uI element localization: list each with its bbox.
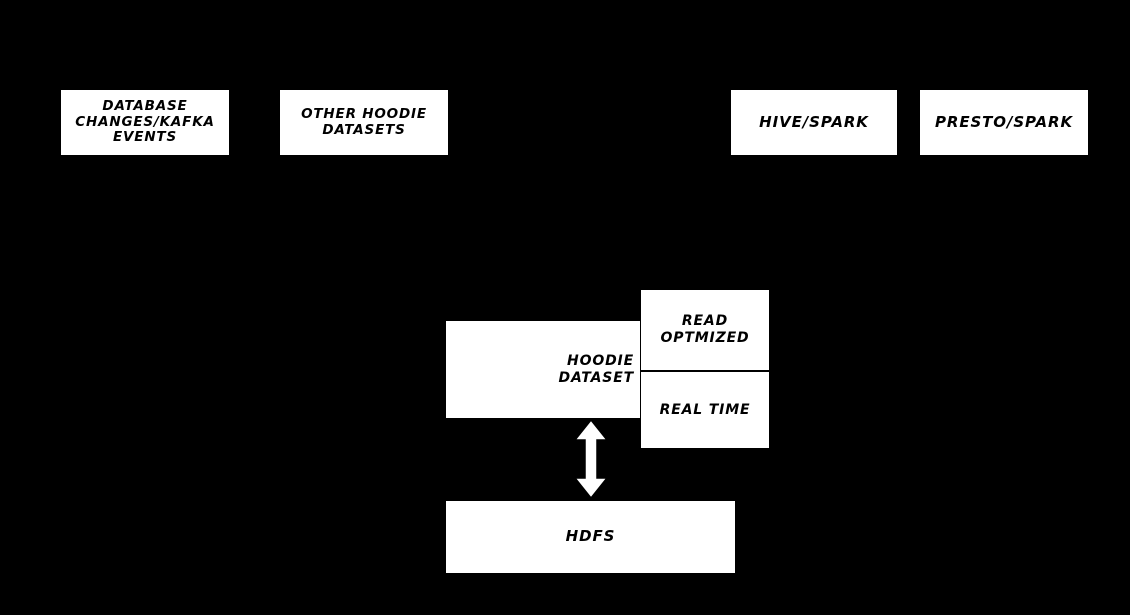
node-label: HIVE/SPARK <box>759 112 869 131</box>
node-read-optimized-view[interactable]: READ OPTMIZED <box>641 290 769 370</box>
double-headed-vertical-arrow-icon <box>571 419 611 499</box>
node-label: HOODIE DATASET <box>558 352 634 386</box>
node-label: OTHER HOODIE DATASETS <box>301 105 427 138</box>
node-database-changes-kafka-events[interactable]: DATABASE CHANGES/KAFKA EVENTS <box>61 90 229 155</box>
node-hive-spark[interactable]: HIVE/SPARK <box>731 90 897 155</box>
node-label: REAL TIME <box>659 401 751 418</box>
node-label: DATABASE CHANGES/KAFKA EVENTS <box>75 97 215 146</box>
node-label: READ OPTMIZED <box>660 313 750 346</box>
node-presto-spark[interactable]: PRESTO/SPARK <box>920 90 1088 155</box>
node-label: HDFS <box>565 527 616 546</box>
node-hoodie-dataset[interactable]: HOODIE DATASET <box>446 321 640 418</box>
node-hdfs[interactable]: HDFS <box>446 501 735 573</box>
node-real-time-view[interactable]: REAL TIME <box>641 370 769 448</box>
node-label: PRESTO/SPARK <box>934 112 1074 131</box>
node-other-hoodie-datasets[interactable]: OTHER HOODIE DATASETS <box>280 90 448 155</box>
